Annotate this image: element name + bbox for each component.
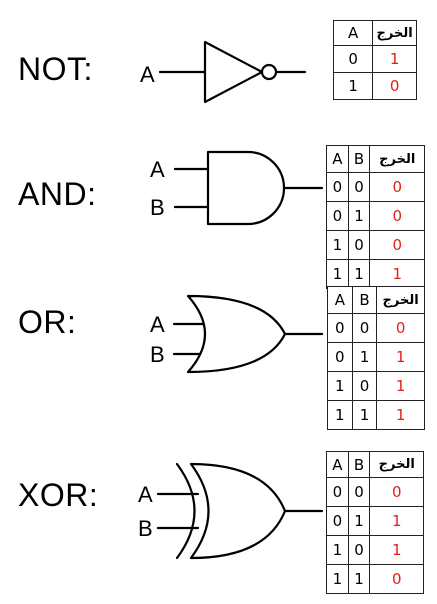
cell-b: 1 (347, 259, 371, 289)
and-gate-symbol (173, 150, 324, 226)
truth-table-or: A B الخرج 0 0 0 0 1 1 1 0 1 1 1 1 (327, 286, 425, 430)
table-row: 0 1 1 (326, 506, 424, 536)
table-row: 1 1 1 (326, 259, 425, 289)
cell-b: 0 (351, 313, 378, 343)
cell-output: 1 (369, 259, 425, 289)
gate-label-and: AND: (18, 176, 97, 212)
header-output: الخرج (369, 451, 424, 478)
table-row: 0 1 (332, 45, 417, 73)
table-row: 1 0 (332, 72, 417, 100)
cell-output: 0 (369, 201, 425, 231)
gate-label-not: NOT: (18, 51, 93, 87)
header-output: الخرج (376, 286, 425, 314)
cell-output: 1 (376, 371, 425, 401)
not-input-a: A (140, 62, 155, 87)
cell-a: 1 (332, 72, 374, 100)
table-header-row: A B الخرج (326, 145, 425, 173)
header-output: الخرج (369, 145, 425, 173)
table-row: 0 0 0 (326, 477, 424, 507)
cell-b: 1 (347, 201, 371, 231)
cell-b: 1 (347, 564, 371, 594)
gate-label-xor: XOR: (18, 477, 99, 513)
truth-table-xor: A B الخرج 0 0 0 0 1 1 1 0 1 1 1 0 (326, 451, 424, 594)
cell-b: 0 (347, 535, 371, 565)
header-output: الخرج (372, 20, 417, 46)
table-row: 0 1 1 (327, 342, 425, 372)
header-a: A (326, 451, 349, 478)
cell-output: 1 (376, 400, 425, 430)
table-row: 1 0 1 (326, 535, 424, 565)
cell-a: 0 (326, 172, 349, 202)
gate-label-or: OR: (18, 304, 77, 340)
cell-b: 1 (351, 400, 378, 430)
table-row: 1 0 0 (326, 230, 425, 260)
cell-a: 1 (327, 371, 353, 401)
cell-output: 1 (372, 45, 417, 73)
cell-output: 0 (369, 477, 424, 507)
table-row: 0 1 0 (326, 201, 425, 231)
or-gate-symbol (172, 294, 324, 374)
cell-a: 1 (327, 400, 353, 430)
header-b: B (347, 145, 371, 173)
table-header-row: A B الخرج (327, 286, 425, 314)
cell-output: 1 (369, 535, 424, 565)
table-row: 1 1 1 (327, 400, 425, 430)
cell-a: 0 (327, 342, 353, 372)
table-row: 1 1 0 (326, 564, 424, 594)
header-a: A (327, 286, 353, 314)
cell-a: 0 (327, 313, 353, 343)
cell-b: 1 (351, 342, 378, 372)
or-input-a: A (150, 312, 165, 337)
header-a: A (326, 145, 349, 173)
and-input-b: B (150, 195, 165, 220)
cell-a: 1 (326, 535, 349, 565)
cell-output: 0 (372, 72, 417, 100)
cell-a: 1 (326, 230, 349, 260)
cell-a: 0 (326, 506, 349, 536)
xor-input-b: B (138, 516, 153, 541)
cell-a: 0 (326, 201, 349, 231)
cell-output: 0 (376, 313, 425, 343)
cell-b: 0 (347, 230, 371, 260)
and-input-a: A (150, 157, 165, 182)
header-b: B (347, 451, 371, 478)
cell-b: 0 (347, 172, 371, 202)
cell-output: 1 (376, 342, 425, 372)
table-header-row: A B الخرج (326, 451, 424, 478)
header-b: B (351, 286, 378, 314)
table-row: 0 0 0 (326, 172, 425, 202)
cell-b: 0 (351, 371, 378, 401)
cell-a: 0 (326, 477, 349, 507)
xor-gate-symbol (156, 462, 324, 560)
truth-table-and: A B الخرج 0 0 0 0 1 0 1 0 0 1 1 1 (326, 145, 425, 289)
header-a: A (332, 20, 374, 46)
cell-output: 0 (369, 230, 425, 260)
table-row: 1 0 1 (327, 371, 425, 401)
truth-table-not: A الخرج 0 1 1 0 (332, 20, 417, 100)
cell-output: 0 (369, 172, 425, 202)
xor-input-a: A (138, 482, 153, 507)
table-row: 0 0 0 (327, 313, 425, 343)
cell-b: 0 (347, 477, 371, 507)
cell-output: 1 (369, 506, 424, 536)
cell-a: 1 (326, 564, 349, 594)
table-header-row: A الخرج (332, 20, 417, 46)
not-gate-symbol (158, 40, 307, 104)
cell-a: 0 (332, 45, 374, 73)
cell-output: 0 (369, 564, 424, 594)
cell-b: 1 (347, 506, 371, 536)
cell-a: 1 (326, 259, 349, 289)
or-input-b: B (150, 342, 165, 367)
